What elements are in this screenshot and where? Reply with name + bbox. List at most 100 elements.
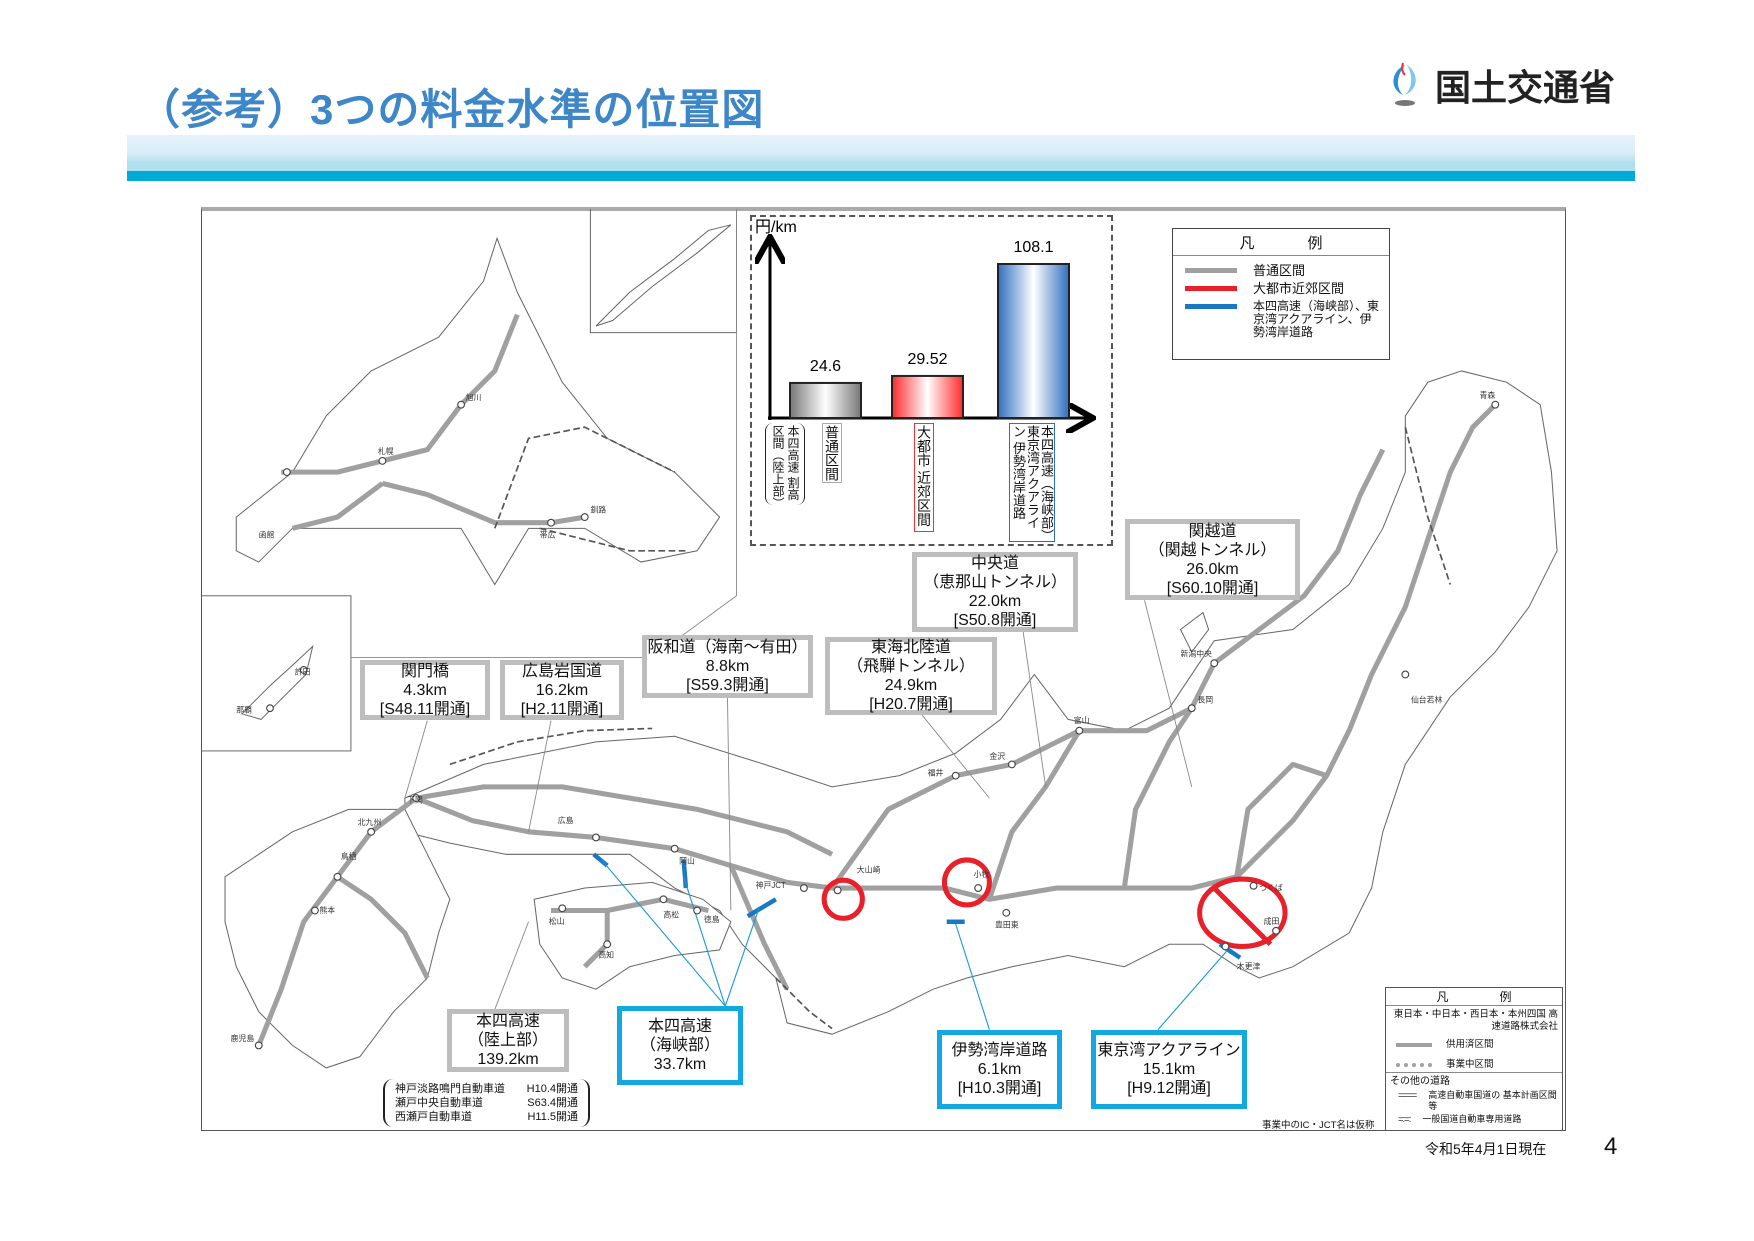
callout-length: 139.2km (477, 1051, 539, 1068)
callout-opened: [H9.12開通] (1127, 1080, 1211, 1097)
honshu-outline (404, 370, 1558, 1035)
map-label: 仙台若林 (1411, 695, 1443, 705)
map-label: 松山 (549, 916, 565, 926)
route-opened: H11.5開通 (527, 1111, 578, 1123)
legend-item: 普通区間 (1253, 263, 1306, 278)
map-label: 富山 (1074, 715, 1090, 725)
legend-swatch-national: =:=: (1398, 1114, 1411, 1125)
map-label: 成田 (1264, 916, 1280, 926)
category-label-urban: 大都市 近郊区間 (914, 423, 934, 532)
map-label: 那覇 (236, 706, 252, 715)
map-label: 小牧 (974, 869, 990, 879)
map-frame (201, 207, 1566, 1131)
legend-item: 一般国道自動車専用道路 (1422, 1114, 1522, 1124)
map-label: 福井 (928, 768, 944, 778)
route-opened: H10.4開通 (526, 1083, 578, 1095)
callout-sub: （陸上部） (467, 1032, 548, 1049)
callout-sub: （海峡部） (639, 1037, 720, 1054)
map-labels: 札幌 旭川 帯広 釧路 函館 青森 仙台若林 新潟中央 長岡 富山 金沢 福井 … (231, 390, 1496, 1043)
legend-swatch-in-service (1396, 1043, 1432, 1047)
callout-length: 6.1km (977, 1061, 1022, 1078)
legend-item: 高速自動車国道の 基本計画区間等 (1428, 1090, 1557, 1111)
map-label: 大山崎 (857, 864, 881, 874)
legend-title: 凡 (1436, 990, 1449, 1004)
map-label: 札幌 (378, 446, 394, 456)
logo-text: 国土交通省 (1435, 67, 1616, 108)
sado-outline (1179, 611, 1210, 653)
map-label: 熊本 (319, 905, 335, 915)
legend-item: 大都市近郊区間 (1253, 281, 1345, 296)
legend-swatch-blue (1185, 304, 1237, 309)
header-band (127, 135, 1635, 181)
callout-opened: [S50.8開通] (953, 612, 1037, 629)
mlit-emblem-icon (1385, 61, 1425, 109)
callout-sub: （恵那山トンネル） (923, 574, 1067, 591)
callout-opened: [H20.7開通] (869, 696, 953, 713)
legend-item: 本四高速（海峡部）、東京湾アクアライン、伊勢湾岸道路 (1253, 299, 1380, 339)
map-label: 許田 (295, 666, 311, 676)
leader-lines (404, 600, 1193, 1010)
legend-item: 事業中区間 (1446, 1059, 1494, 1070)
callout-length: 8.8km (705, 658, 750, 675)
map-label: 旭川 (466, 392, 482, 402)
route-name: 瀬戸中央自動車道 (395, 1097, 483, 1109)
legend-toll-levels: 凡例 普通区間 大都市近郊区間 本四高速（海峡部）、東京湾アクアライン、伊勢湾岸… (1172, 228, 1390, 360)
callout-length: 22.0km (968, 593, 1022, 610)
callout-length: 33.7km (653, 1056, 707, 1073)
map-label: 函館 (259, 529, 275, 539)
callout-sub: （飛騨トンネル） (847, 658, 975, 675)
map-label: 下関 (407, 796, 423, 805)
map-label: 高松 (663, 909, 679, 919)
category-note-honshi-land: 本四高速 割高区間（陸上部） (765, 423, 805, 509)
map-label: 神戸JCT (756, 880, 786, 890)
callout-length: 16.2km (535, 681, 589, 699)
route-name: 西瀬戸自動車道 (395, 1111, 472, 1123)
map-label: 広島 (558, 815, 574, 825)
blue-leader-lines (601, 859, 1229, 1031)
footnote: 事業中のIC・JCT名は仮称 (1262, 1120, 1375, 1131)
mlit-logo: 国土交通省 (1385, 60, 1635, 110)
callout-name: 関門橋 (400, 662, 449, 680)
callout-name: 本四高速 (475, 1013, 540, 1030)
legend-road-types: 凡例 東日本・中日本・西日本・本州四国 高速道路株式会社 供用済区間 事業中区間… (1385, 987, 1563, 1131)
coastlines (224, 224, 1558, 1069)
legend-swatch-planned: ==== (1398, 1090, 1417, 1101)
callout-length: 24.9km (884, 677, 938, 694)
category-label-bridges: 本四高速（海峡部）東京湾アクアライン 伊勢湾岸道路 (1009, 423, 1055, 542)
akashi-bridge (746, 897, 777, 919)
callout-opened: [S60.10開通] (1166, 579, 1259, 597)
callout-name: 阪和道（海南～有田） (647, 639, 808, 656)
legend-item: 供用済区間 (1446, 1039, 1494, 1050)
callout-length: 26.0km (1186, 560, 1239, 578)
callout-name: 関越道 (1188, 522, 1237, 540)
map-label: 釧路 (590, 505, 606, 515)
callout-honshi-land: 本四高速 （陸上部） 139.2km (447, 1009, 569, 1072)
callout-tokai-hokuriku: 東海北陸道 （飛騨トンネル） 24.9km [H20.7開通] (825, 637, 997, 715)
map-label: つくば (1259, 883, 1283, 892)
callout-honshi-sea: 本四高速 （海峡部） 33.7km (617, 1006, 743, 1085)
callout-isewan: 伊勢湾岸道路 6.1km [H10.3開通] (937, 1030, 1062, 1109)
map-label: 北九州 (358, 818, 382, 827)
callout-name: 東京湾アクアライン (1097, 1042, 1241, 1059)
legend-title: 凡 (1239, 234, 1255, 252)
legend-swatch-gray (1185, 268, 1237, 273)
legend-section: その他の道路 (1390, 1076, 1450, 1087)
callout-length: 15.1km (1142, 1061, 1196, 1078)
callout-hiroshima-iwakuni: 広島岩国道 16.2km [H2.11開通] (500, 660, 624, 720)
legend-title: 例 (1499, 990, 1512, 1004)
callout-aqua-line: 東京湾アクアライン 15.1km [H9.12開通] (1091, 1030, 1247, 1109)
callout-kanmon: 関門橋 4.3km [S48.11開通] (360, 660, 490, 720)
callout-name: 伊勢湾岸道路 (951, 1042, 1048, 1059)
callout-length: 4.3km (403, 681, 447, 699)
legend-swatch-red (1185, 286, 1237, 291)
route-name: 神戸淡路鳴門自動車道 (395, 1083, 505, 1095)
callout-opened: [S48.11開通] (379, 700, 471, 718)
kyushu-outline (224, 808, 451, 1069)
map-label: 青森 (1480, 390, 1496, 400)
planned-routes (449, 426, 1452, 1030)
callout-hanwa: 阪和道（海南～有田） 8.8km [S59.3開通] (642, 635, 813, 698)
callout-kanetsu: 関越道 （関越トンネル） 26.0km [S60.10開通] (1125, 519, 1300, 600)
callout-opened: [S59.3開通] (686, 677, 769, 694)
map-label: 鹿児島 (231, 1033, 255, 1043)
